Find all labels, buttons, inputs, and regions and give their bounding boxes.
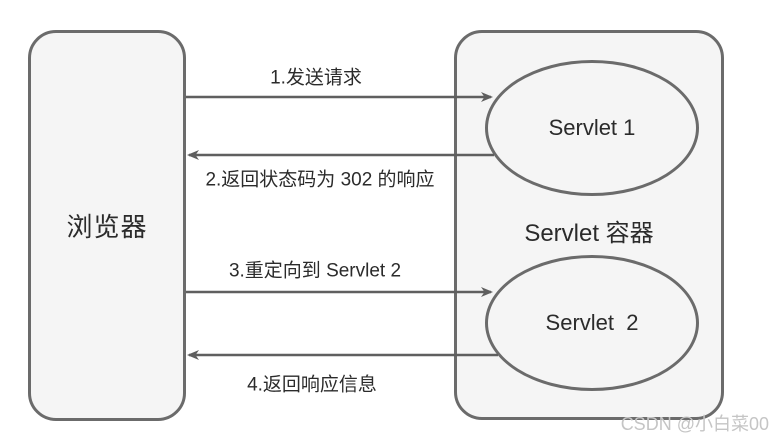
servlet2-ellipse: Servlet 2	[485, 255, 699, 391]
servlet1-label: Servlet 1	[548, 115, 636, 140]
servlet-container-label: Servlet 容器	[524, 220, 654, 247]
servlet1-ellipse: Servlet 1	[485, 60, 699, 196]
browser-label: 浏览器	[66, 212, 148, 242]
arrow-2-label: 2.返回状态码为 302 的响应	[205, 169, 435, 191]
csdn-watermark: CSDN @小白菜00	[620, 414, 769, 434]
servlet-container-node: Servlet 1 Servlet 容器 Servlet 2	[454, 30, 724, 420]
arrow-3-label: 3.重定向到 Servlet 2	[228, 260, 402, 282]
arrow-4-label: 4.返回响应信息	[247, 374, 377, 396]
servlet2-label: Servlet 2	[545, 310, 639, 335]
browser-node: 浏览器	[28, 30, 186, 421]
arrow-1-label: 1.发送请求	[270, 67, 362, 89]
